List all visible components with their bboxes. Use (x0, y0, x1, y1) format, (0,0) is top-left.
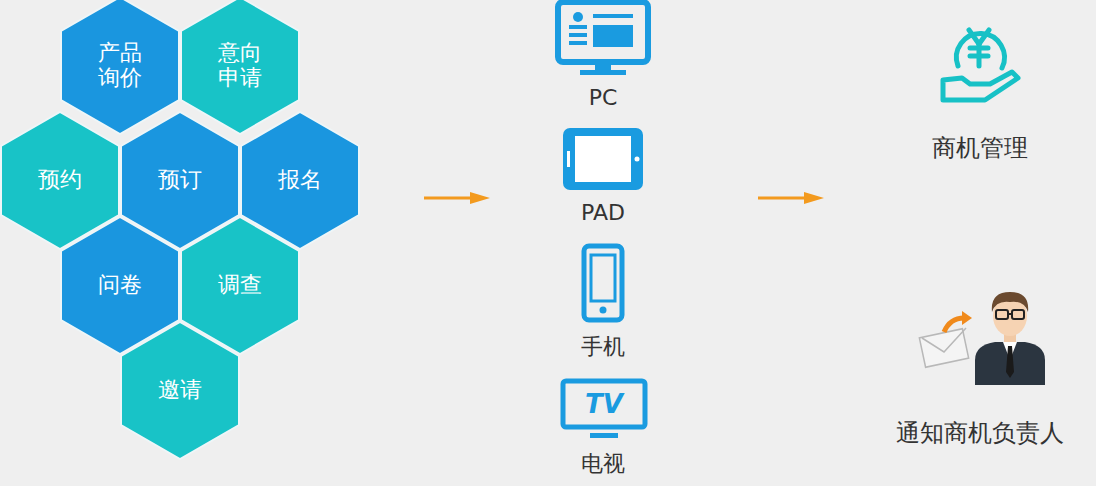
node-text: 产品 询价 (94, 40, 146, 91)
person-icon (919, 292, 1045, 385)
node-text: 报名 (278, 167, 322, 192)
label-wrap: 商机管理 (932, 132, 1028, 164)
node-text: 意向 申请 (214, 40, 266, 91)
label-wrap: 电视 (581, 449, 625, 479)
node-text: 调查 (218, 272, 262, 297)
node-text: 预约 (38, 167, 82, 192)
label-wrap: 手机 (581, 332, 625, 362)
hexagon-node: 意向 申请 (180, 0, 300, 135)
label-wrap: TV (585, 389, 623, 419)
caption-label: 通知商机负责人 (896, 419, 1064, 447)
caption-label: 电视 (581, 451, 625, 476)
hexagon-node: 产品 询价 (60, 0, 180, 135)
caption-label: 商机管理 (932, 134, 1028, 162)
label-wrap: PC (589, 85, 618, 110)
label-wrap: 通知商机负责人 (896, 417, 1064, 449)
node-text: 问卷 (98, 272, 142, 297)
node-text: 邀请 (158, 377, 202, 402)
money-icon (943, 30, 1018, 100)
hexagon-node: 邀请 (120, 321, 240, 460)
tv-icon (563, 381, 645, 438)
pad-icon (563, 128, 643, 190)
icon-text: TV (585, 389, 623, 419)
node-text: 预订 (158, 167, 202, 192)
caption-label: PC (589, 85, 618, 110)
caption-label: PAD (581, 200, 625, 225)
caption-label: 手机 (581, 334, 625, 359)
phone-icon (584, 246, 622, 320)
pc-icon (558, 2, 648, 75)
label-wrap: PAD (581, 200, 625, 225)
